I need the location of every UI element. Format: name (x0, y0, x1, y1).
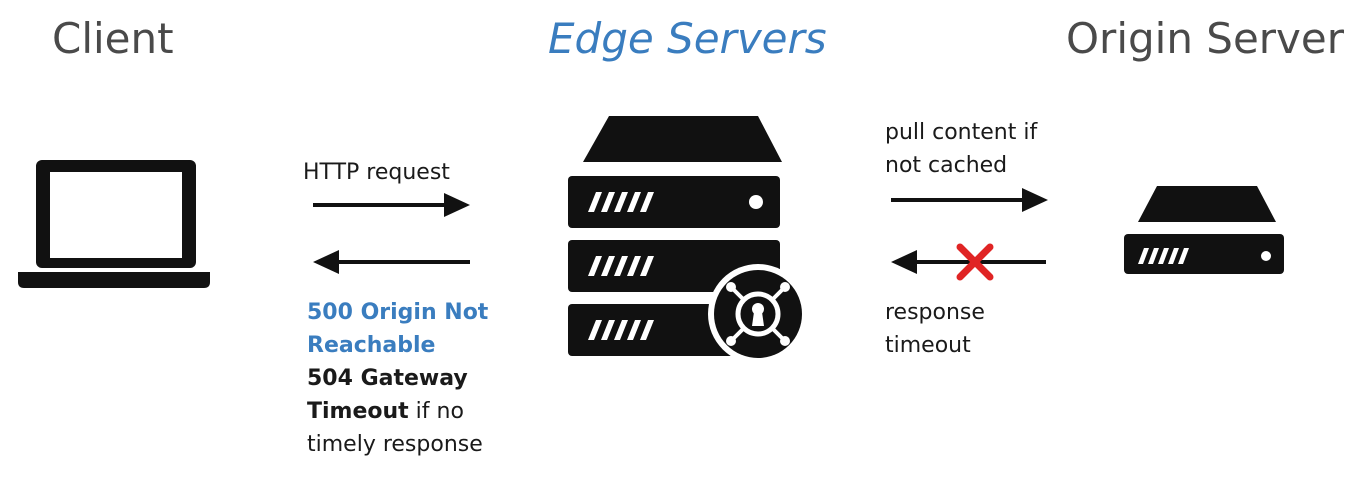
error-504-line1: 504 Gateway (307, 366, 468, 391)
pull-content-line2: not cached (885, 153, 1008, 178)
http-request-arrow (313, 193, 470, 217)
x-mark-icon (956, 243, 994, 281)
error-504-line3: timely response (307, 432, 483, 457)
client-response-arrow (313, 250, 470, 274)
error-504-line2: Timeout if no (307, 395, 488, 428)
laptop-icon (18, 160, 210, 288)
server-icon (1124, 186, 1284, 274)
response-timeout-label: response timeout (885, 296, 985, 362)
edge-servers-heading: Edge Servers (548, 14, 827, 63)
origin-server-heading: Origin Server (1066, 14, 1345, 63)
error-codes-block: 500 Origin Not Reachable 504 Gateway Tim… (307, 296, 488, 461)
lock-icon (708, 264, 808, 364)
pull-content-label: pull content if not cached (885, 116, 1037, 182)
pull-content-line1: pull content if (885, 120, 1038, 145)
response-timeout-line2: timeout (885, 333, 971, 358)
client-heading: Client (52, 14, 174, 63)
error-500-line2: Reachable (307, 333, 436, 358)
error-504-condition: if no (408, 399, 464, 424)
response-timeout-line1: response (885, 300, 985, 325)
pull-content-arrow (891, 188, 1048, 212)
error-504-timeout: Timeout (307, 399, 409, 424)
http-request-label: HTTP request (303, 160, 450, 185)
error-500-line1: 500 Origin Not (307, 300, 489, 325)
